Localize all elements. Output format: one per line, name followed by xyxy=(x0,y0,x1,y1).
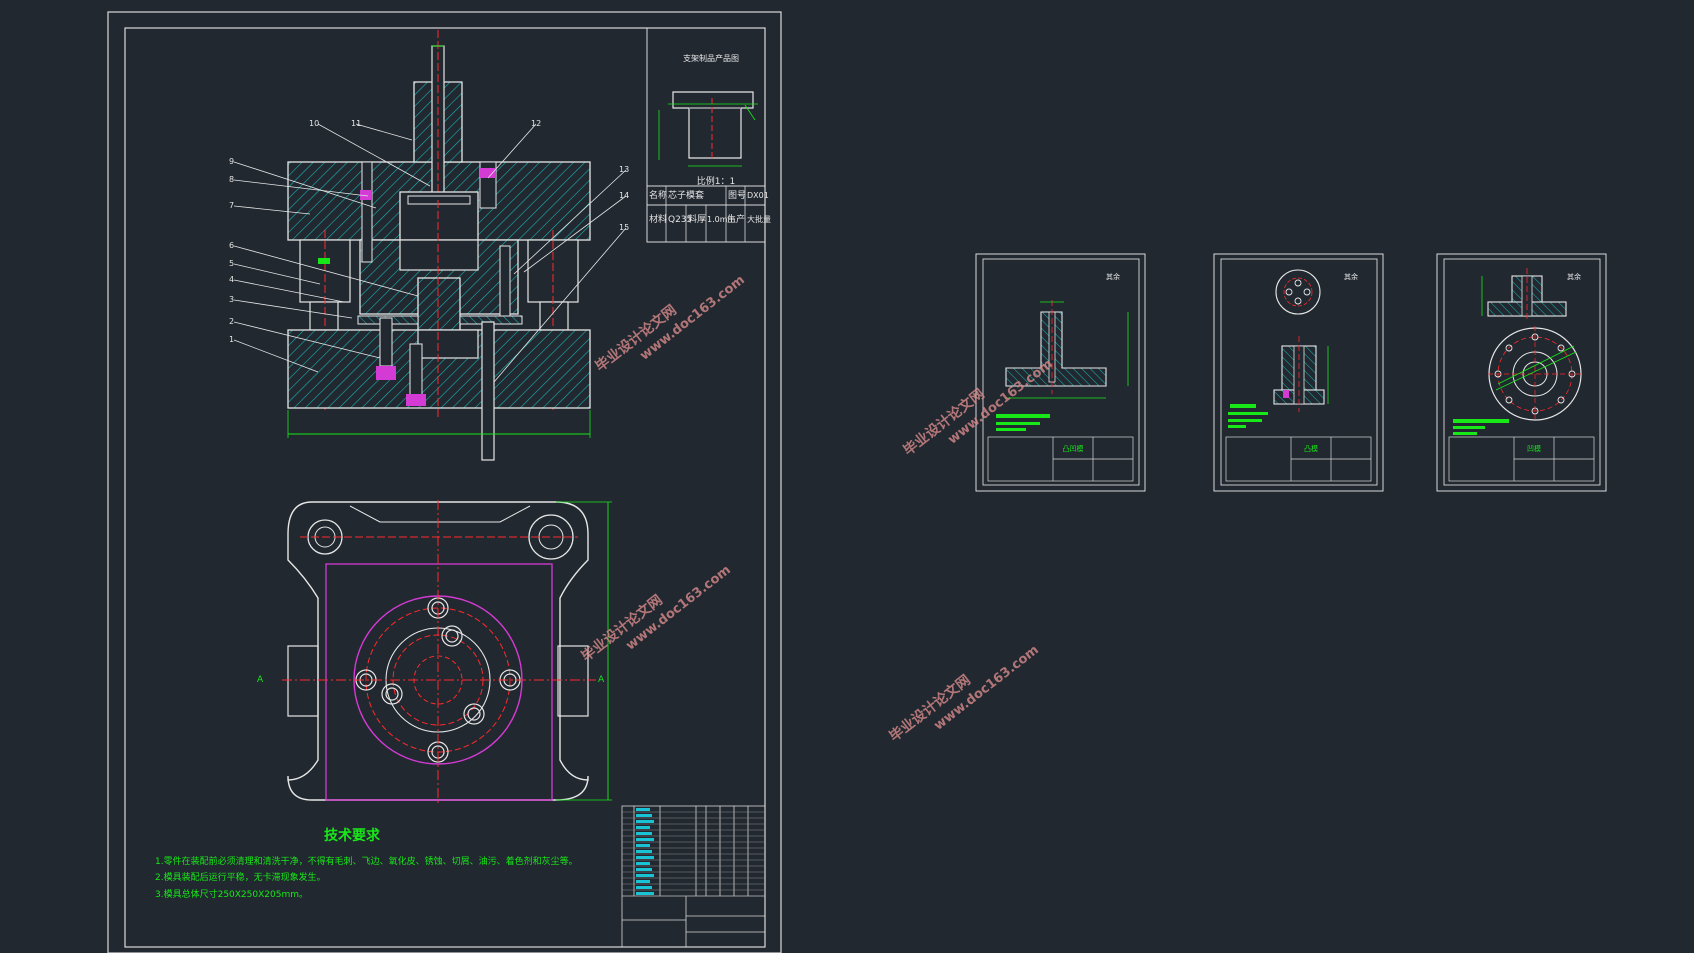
bom-row-name-mark xyxy=(636,886,652,889)
callout-3: 3 xyxy=(229,295,234,304)
bom-row-name-mark xyxy=(636,820,654,823)
svg-text:A: A xyxy=(257,675,264,685)
callout-6: 6 xyxy=(229,241,234,250)
sheet2-surface: 其余 xyxy=(1344,272,1358,281)
bom-row-name-mark xyxy=(636,856,654,859)
product-row2-c3: 料厚 xyxy=(688,213,706,225)
section-view: 1 2 3 4 5 6 7 8 9 10 11 12 13 14 15 xyxy=(229,30,629,461)
callout-1: 1 xyxy=(229,335,234,344)
bom-row-name-mark xyxy=(636,814,652,817)
callout-10: 10 xyxy=(309,119,319,128)
callout-11: 11 xyxy=(351,119,361,128)
title-block xyxy=(621,805,766,948)
product-row1-c2: 芯子模套 xyxy=(668,189,704,201)
bom-row-name-mark xyxy=(636,838,654,841)
bom-row-name-mark xyxy=(636,874,654,877)
tech-req-item-3: 3.模具总体尺寸250X250X205mm。 xyxy=(155,888,308,900)
callout-12: 12 xyxy=(531,119,541,128)
watermark-2: 毕业设计论文网 www.doc163.com xyxy=(578,563,734,666)
product-row1-c4: DX01 xyxy=(747,191,769,200)
bom-row-name-mark xyxy=(636,808,650,811)
sheet3-surface: 其余 xyxy=(1567,272,1581,281)
plan-view: A A xyxy=(257,500,612,806)
bom-row-name-mark xyxy=(636,826,650,829)
svg-text:A: A xyxy=(598,675,605,685)
sheet-inner-frame xyxy=(124,27,766,948)
tech-req-title: 技术要求 xyxy=(324,827,381,844)
bom-row-name-mark xyxy=(636,868,652,871)
sheet2-name: 凸模 xyxy=(1304,444,1318,453)
product-drawing-box: 支架制品产品图 比例1：1 名称 芯子模套 图号 DX01 材料 Q235 料厚 xyxy=(646,27,771,243)
part-sheet-2: 其余 凸模 xyxy=(1213,253,1384,492)
callout-9: 9 xyxy=(229,157,234,166)
watermark-3: 毕业设计论文网 www.doc163.com xyxy=(900,357,1056,460)
watermark-1: 毕业设计论文网 www.doc163.com xyxy=(592,273,748,376)
product-box-ratio: 比例1：1 xyxy=(697,175,735,187)
tech-req-item-2: 2.模具装配后运行平稳，无卡滞现象发生。 xyxy=(155,871,326,883)
bom-row-name-mark xyxy=(636,892,654,895)
part-sheet-3: 其余 凹模 xyxy=(1436,253,1607,492)
callout-15: 15 xyxy=(619,223,629,232)
sheet3-name: 凹模 xyxy=(1527,444,1541,453)
callout-13: 13 xyxy=(619,165,629,174)
callout-5: 5 xyxy=(229,259,234,268)
product-row2-c2: Q235 xyxy=(668,215,692,225)
assembly-sheet: 支架制品产品图 比例1：1 名称 芯子模套 图号 DX01 材料 Q235 料厚 xyxy=(107,11,782,953)
callout-14: 14 xyxy=(619,191,629,200)
bom-row-name-mark xyxy=(636,850,652,853)
product-row2-c6: 大批量 xyxy=(747,214,771,224)
product-row1-c3: 图号 xyxy=(728,190,746,201)
bom-rows xyxy=(622,808,765,897)
product-row1-c1: 名称 xyxy=(649,189,667,201)
callout-2: 2 xyxy=(229,317,234,326)
bom-row-name-mark xyxy=(636,832,652,835)
callout-7: 7 xyxy=(229,201,234,210)
product-row2-c5: 生产 xyxy=(727,213,745,225)
sheet-outer-frame xyxy=(107,11,782,953)
bom-row-name-mark xyxy=(636,862,650,865)
technical-requirements: 技术要求 1.零件在装配前必须清理和清洗干净，不得有毛刺、飞边、氧化皮、锈蚀、切… xyxy=(155,827,578,900)
watermark-4: 毕业设计论文网 www.doc163.com xyxy=(886,643,1042,746)
part-sheet-1: 其余 凸凹模 xyxy=(975,253,1146,492)
product-box-title: 支架制品产品图 xyxy=(683,53,739,63)
bom-row-name-mark xyxy=(636,880,650,883)
callout-4: 4 xyxy=(229,275,234,284)
sheet1-surface: 其余 xyxy=(1106,272,1120,281)
bom-row-name-mark xyxy=(636,844,650,847)
product-row2-c1: 材料 xyxy=(649,213,667,225)
callout-8: 8 xyxy=(229,175,234,184)
product-row2-c4: 1.0mm xyxy=(707,215,736,224)
tech-req-item-1: 1.零件在装配前必须清理和清洗干净，不得有毛刺、飞边、氧化皮、锈蚀、切屑、油污、… xyxy=(155,855,578,867)
sheet1-name: 凸凹模 xyxy=(1063,444,1084,453)
